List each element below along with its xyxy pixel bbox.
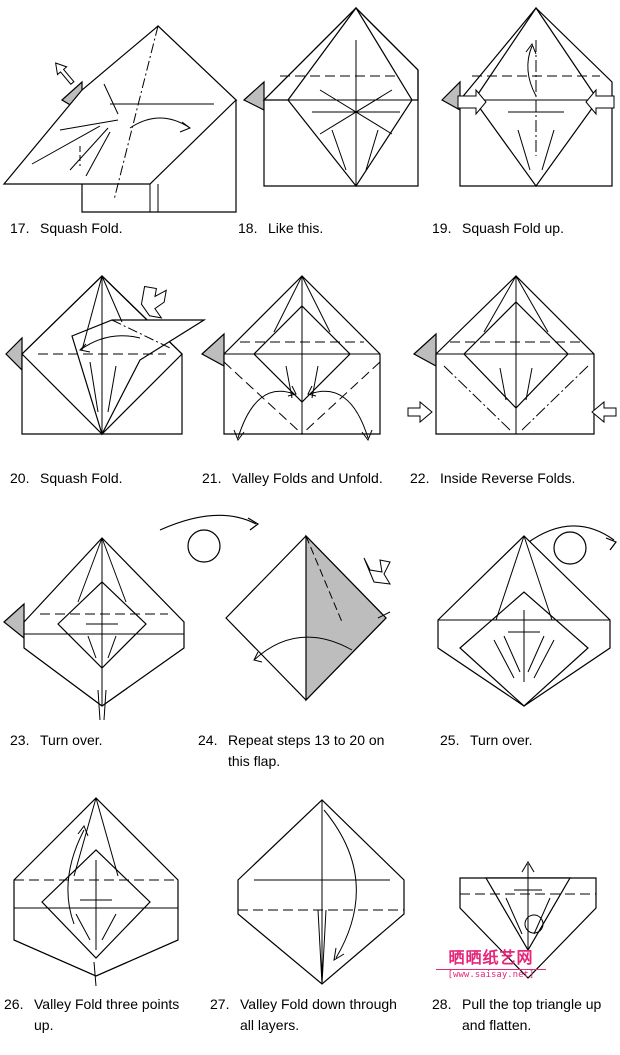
step-text: Turn over. <box>470 732 533 748</box>
step-text: Squash Fold. <box>40 220 123 236</box>
step-number: 25. <box>440 730 470 751</box>
step-number: 26. <box>4 994 34 1015</box>
step-text: Valley Fold down through <box>240 996 397 1012</box>
step-17-diagram <box>0 0 240 220</box>
step-24-diagram <box>158 500 398 730</box>
step-18-caption: 18.Like this. <box>238 218 323 239</box>
step-number: 17. <box>10 218 40 239</box>
step-text: Turn over. <box>40 732 103 748</box>
step-number: 27. <box>210 994 240 1015</box>
step-number: 20. <box>10 468 40 489</box>
step-number: 23. <box>10 730 40 751</box>
step-text-cont: all layers. <box>210 1015 397 1036</box>
step-22-caption: 22.Inside Reverse Folds. <box>410 468 575 489</box>
step-18-diagram <box>228 0 434 220</box>
step-text: Valley Fold three points <box>34 996 179 1012</box>
step-text-cont: and flatten. <box>432 1015 601 1036</box>
step-26-diagram <box>0 790 206 990</box>
step-22-diagram <box>404 262 618 472</box>
step-20-caption: 20.Squash Fold. <box>10 468 123 489</box>
step-number: 21. <box>202 468 232 489</box>
step-20-diagram <box>0 262 206 472</box>
step-text-cont: this flap. <box>198 751 384 772</box>
step-27-caption: 27.Valley Fold down through all layers. <box>210 994 397 1036</box>
step-text: Squash Fold. <box>40 470 123 486</box>
step-number: 18. <box>238 218 268 239</box>
step-23-caption: 23.Turn over. <box>10 730 103 751</box>
step-number: 24. <box>198 730 228 751</box>
watermark-url: [www.saisay.net] <box>436 969 546 980</box>
step-number: 19. <box>432 218 462 239</box>
step-19-diagram <box>424 0 620 220</box>
step-text: Repeat steps 13 to 20 on <box>228 732 384 748</box>
step-text: Like this. <box>268 220 323 236</box>
step-text-cont: up. <box>4 1015 179 1036</box>
step-19-caption: 19.Squash Fold up. <box>432 218 564 239</box>
step-text: Pull the top triangle up <box>462 996 601 1012</box>
step-24-caption: 24.Repeat steps 13 to 20 on this flap. <box>198 730 384 772</box>
watermark-title: 晒晒纸艺网 <box>436 944 546 968</box>
step-26-caption: 26.Valley Fold three points up. <box>4 994 179 1036</box>
step-25-diagram <box>430 510 620 730</box>
step-28-caption: 28.Pull the top triangle up and flatten. <box>432 994 601 1036</box>
step-27-diagram <box>206 790 416 990</box>
step-25-caption: 25.Turn over. <box>440 730 533 751</box>
step-text: Squash Fold up. <box>462 220 564 236</box>
step-text: Valley Folds and Unfold. <box>232 470 383 486</box>
step-text: Inside Reverse Folds. <box>440 470 575 486</box>
step-21-caption: 21.Valley Folds and Unfold. <box>202 468 383 489</box>
site-watermark: 晒晒纸艺网 [www.saisay.net] <box>436 944 546 980</box>
step-number: 22. <box>410 468 440 489</box>
step-number: 28. <box>432 994 462 1015</box>
step-17-caption: 17.Squash Fold. <box>10 218 123 239</box>
step-21-diagram <box>196 262 406 472</box>
